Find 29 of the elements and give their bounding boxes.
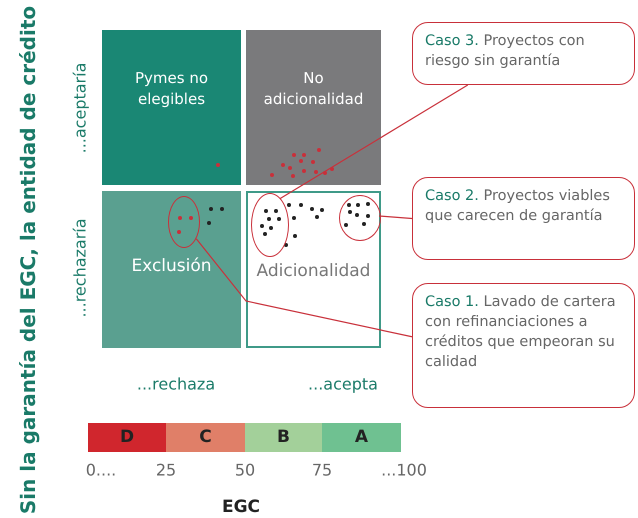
- quadrant-label: Exclusión: [130, 256, 213, 277]
- quadrant-panel: [102, 30, 241, 185]
- rating-band: D: [88, 423, 166, 452]
- quadrant-panel: [246, 30, 381, 185]
- axis-label: ...rechazaría: [70, 218, 90, 318]
- leader-line: [196, 238, 412, 338]
- quadrant-panel: [102, 191, 241, 348]
- callout-box: Caso 1. Lavado de cartera con refinanciaciones a créditos que empeoran su calidad: [412, 283, 635, 408]
- tick-label: 50: [234, 460, 256, 480]
- quadrant-label: Adicionalidad: [256, 261, 371, 282]
- callout-box: Caso 3. Proyectos con riesgo sin garantía: [412, 22, 635, 85]
- axis-title: EGC: [222, 497, 260, 517]
- axis-title: Sin la garantía del EGC, la entidad de crédito: [16, 6, 40, 514]
- tick-label: 25: [156, 460, 176, 480]
- callout-box: Caso 2. Proyectos viables que carecen de garantía: [412, 177, 635, 260]
- axis-label: ...rechaza: [136, 374, 216, 394]
- tick-label: 0....: [86, 460, 116, 480]
- rating-band: A: [322, 423, 401, 452]
- leader-line: [280, 84, 468, 199]
- tick-label: 75: [312, 460, 332, 480]
- leader-line: [378, 215, 412, 220]
- axis-label: ...aceptaría: [70, 62, 90, 154]
- quadrant-panel: [246, 191, 381, 348]
- rating-band: B: [245, 423, 322, 452]
- axis-label: ...acepta: [308, 374, 378, 394]
- quadrant-label: No adicionalidad: [262, 68, 364, 110]
- rating-band: C: [166, 423, 245, 452]
- tick-label: ...100: [381, 460, 427, 480]
- quadrant-label: Pymes no elegibles: [134, 68, 210, 110]
